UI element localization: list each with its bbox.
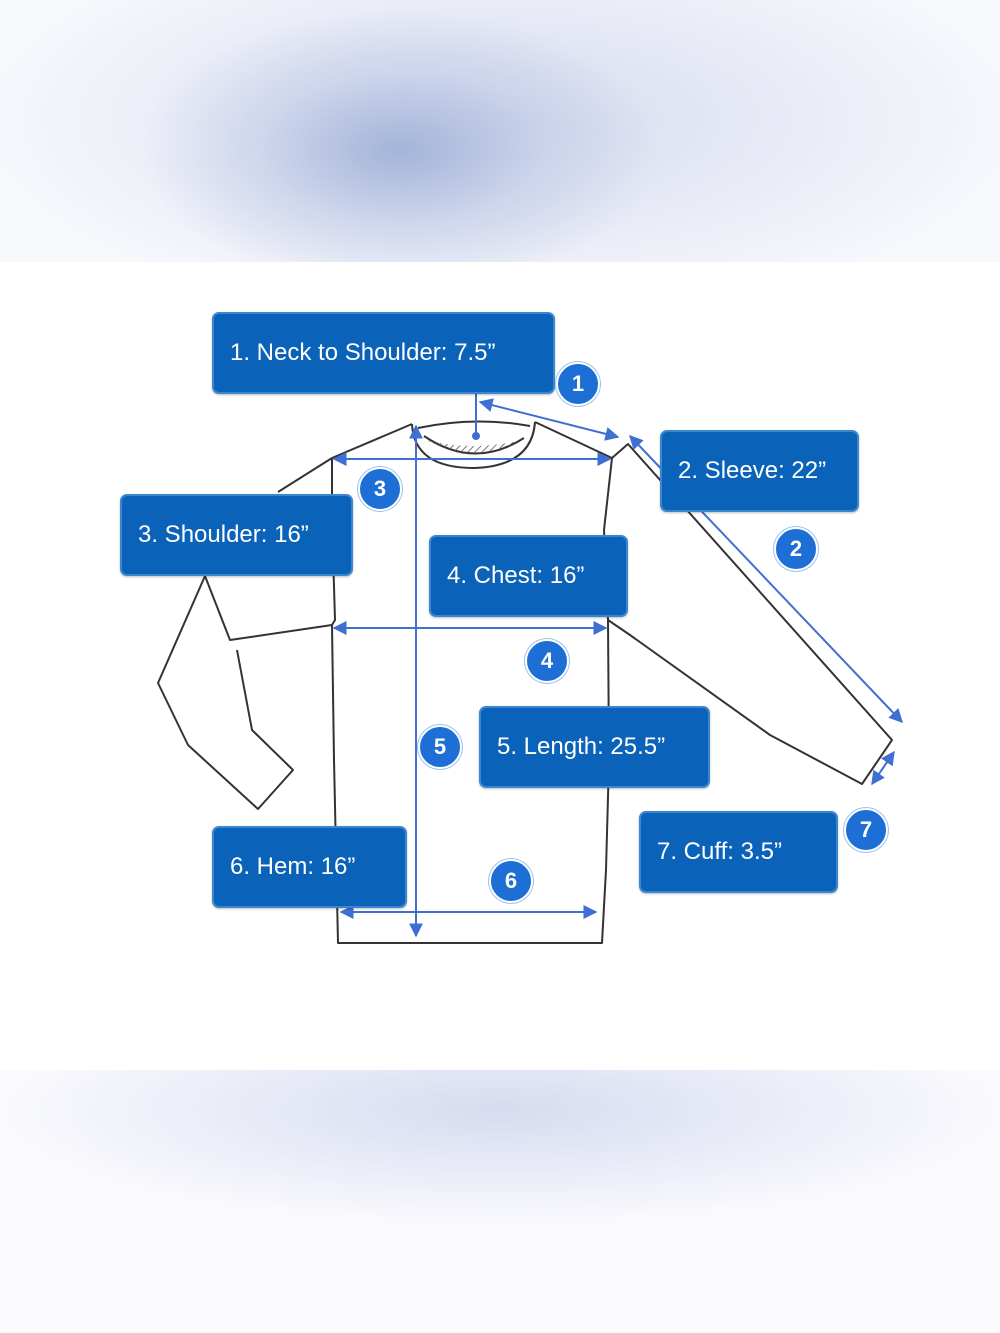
right-shoulder-line: [534, 421, 613, 459]
badge-6: 6: [489, 859, 533, 903]
collar-hatch: [426, 440, 522, 453]
label-cuff: 7. Cuff: 3.5”: [639, 811, 838, 893]
label-cuff-text: 7. Cuff: 3.5”: [657, 838, 782, 865]
label-neck-to-shoulder: 1. Neck to Shoulder: 7.5”: [212, 312, 555, 394]
left-sleeve-inner: [204, 575, 333, 641]
badge-3: 3: [358, 467, 402, 511]
label-neck-to-shoulder-text: 1. Neck to Shoulder: 7.5”: [230, 339, 496, 366]
neck-pointer-dot: [472, 432, 480, 440]
label-length: 5. Length: 25.5”: [479, 706, 710, 788]
blurred-background-top: [0, 0, 1000, 262]
badge-4: 4: [525, 639, 569, 683]
left-sleeve-top: [277, 457, 333, 493]
left-shoulder-line: [331, 423, 413, 459]
blurred-background-bottom: [0, 1070, 1000, 1333]
collar-top: [417, 420, 531, 429]
badge-7: 7: [844, 808, 888, 852]
label-hem: 6. Hem: 16”: [212, 826, 407, 908]
label-sleeve: 2. Sleeve: 22”: [660, 430, 859, 512]
label-length-text: 5. Length: 25.5”: [497, 733, 666, 760]
left-sleeve-outline: [157, 575, 294, 810]
label-hem-text: 6. Hem: 16”: [230, 853, 356, 880]
label-sleeve-text: 2. Sleeve: 22”: [678, 457, 827, 484]
label-shoulder-text: 3. Shoulder: 16”: [138, 521, 309, 548]
badge-2: 2: [774, 527, 818, 571]
collar-outer: [411, 421, 536, 469]
badge-5: 5: [418, 725, 462, 769]
neck-to-shoulder-line: [478, 398, 620, 441]
cuff-line: [871, 750, 895, 786]
label-shoulder: 3. Shoulder: 16”: [120, 494, 353, 576]
badge-1: 1: [556, 362, 600, 406]
label-chest-text: 4. Chest: 16”: [447, 562, 585, 589]
label-chest: 4. Chest: 16”: [429, 535, 628, 617]
